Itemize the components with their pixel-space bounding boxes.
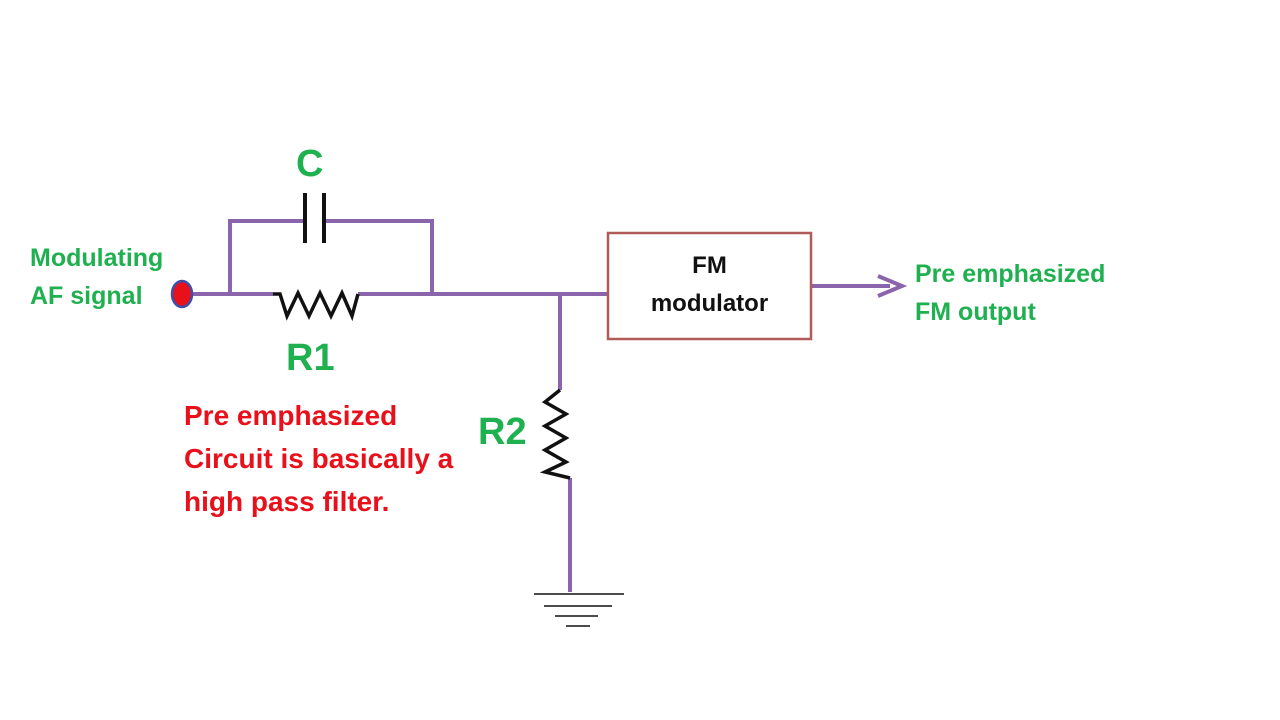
output-signal-label-line-2: FM output <box>915 298 1036 326</box>
fm-modulator-block <box>606 231 813 341</box>
note-line-2: Circuit is basically a <box>184 443 454 474</box>
ground-icon <box>534 593 624 627</box>
resistor-r2-label: R2 <box>478 411 527 453</box>
output-signal-label-line-1: Pre emphasized <box>915 260 1106 288</box>
fm-modulator-label-line-1: FM <box>692 252 727 279</box>
wire-capacitor-loop-left <box>228 219 305 294</box>
output-signal-label: Pre emphasized FM output <box>915 255 1105 331</box>
input-signal-label-line-2: AF signal <box>30 282 143 310</box>
note-line-1: Pre emphasized <box>184 400 398 431</box>
resistor-r1 <box>273 288 360 322</box>
arrow-right-icon <box>877 274 908 298</box>
input-signal-label-line-1: Modulating <box>30 244 164 272</box>
fm-modulator-label-line-2: modulator <box>650 290 769 317</box>
resistor-r1-label: R1 <box>286 337 335 379</box>
capacitor-label: C <box>296 143 324 185</box>
input-signal-label: Modulating AF signal <box>30 239 163 315</box>
fm-modulator-label: FM modulator <box>608 247 811 323</box>
wire-capacitor-loop-right <box>324 219 434 294</box>
note-line-3: high pass filter. <box>184 486 390 517</box>
resistor-r2 <box>539 388 571 480</box>
high-pass-filter-note: Pre emphasized Circuit is basically a hi… <box>184 394 453 523</box>
input-terminal-icon <box>170 279 194 309</box>
